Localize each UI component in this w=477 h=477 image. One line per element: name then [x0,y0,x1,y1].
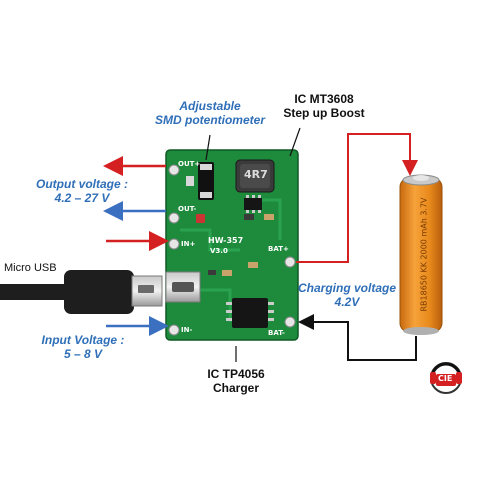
battery-print: RB18650 KK 2000 mAh 3.7V [419,197,429,312]
charging-voltage-label: Charging voltage 4.2V [297,281,397,310]
mt3608-chip [244,195,262,213]
charger-ic-label-line2: Charger [212,380,259,395]
battery [399,174,443,335]
pin-hole-bat-minus [284,316,296,328]
silk-bat-plus: BAT+ [268,245,289,253]
input-voltage-label-line1: Input Voltage : [41,333,125,347]
cie-logo [430,362,462,394]
silk-in-plus: IN+ [181,240,196,248]
charger-ic-label-line1: IC TP4056 [207,367,265,381]
usb-cable [0,270,163,314]
silk-version: V3.0 [210,247,228,255]
charging-voltage-label-line1: Charging voltage [297,281,396,295]
output-voltage-label-line2: 4.2 – 27 V [54,190,110,205]
boost-ic-label: IC MT3608 Step up Boost [272,92,376,121]
pot-leader [205,134,211,161]
micro-usb-label: Micro USB [4,262,57,274]
potentiometer-label-line1: Adjustable [179,99,241,113]
silk-bat-minus: BAT- [268,329,285,337]
potentiometer-label-line2: SMD potentiometer [154,112,265,127]
pin-hole-in-minus [168,324,180,336]
inductor [235,159,275,193]
bat-minus-wire [298,314,417,361]
input-voltage-label: Input Voltage : 5 – 8 V [28,333,138,362]
micro-usb-port [165,271,201,303]
bat-plus-wire [296,133,418,263]
charging-voltage-label-line2: 4.2V [334,294,360,309]
potentiometer-label: Adjustable SMD potentiometer [150,99,270,128]
output-voltage-label: Output voltage : 4.2 – 27 V [22,177,142,206]
input-voltage-label-line2: 5 – 8 V [63,346,103,361]
silk-in-minus: IN- [181,326,193,334]
silk-out-minus: OUT- [178,205,197,213]
pin-hole-out-minus [168,212,180,224]
tp4056-chip [226,298,274,328]
logo-text: CIE [438,374,453,383]
boost-ic-label-line2: Step up Boost [283,105,365,120]
pin-hole-bat-plus [284,256,296,268]
output-voltage-label-line1: Output voltage : [36,177,128,191]
charger-ic-label: IC TP4056 Charger [188,367,284,396]
silk-model: HW-357 [208,236,244,245]
silk-out-plus: OUT+ [178,160,201,168]
boost-ic-label-line1: IC MT3608 [294,92,354,106]
pin-hole-out-plus [168,164,180,176]
boost-leader [289,127,301,157]
inductor-marking: 4R7 [244,168,268,181]
pin-hole-in-plus [168,238,180,250]
